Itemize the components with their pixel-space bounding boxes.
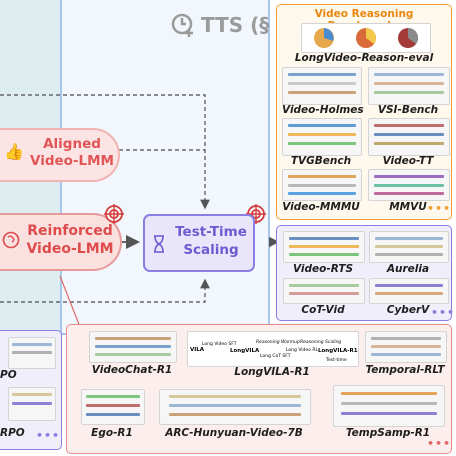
longvila-stage-reasoning-warmup: Reasoning Warmup xyxy=(256,340,300,345)
ego-r1-thumbnail xyxy=(81,389,145,425)
longvideo-reason-thumbnail xyxy=(301,23,431,53)
clock-plus-icon xyxy=(171,13,193,37)
rl-method-label-ego-r1: Ego-R1 xyxy=(91,427,133,439)
benchmarks-panel: Video Reasoning Benchmarks LongVideo-Rea… xyxy=(276,4,452,220)
left-thumbnail-top xyxy=(8,337,56,369)
tts-method-label-cot-vid: CoT-Vid xyxy=(301,304,345,316)
benchmark-label-video-holmes: Video-Holmes xyxy=(282,104,364,116)
video-mmmu-thumbnail xyxy=(282,169,362,201)
benchmark-label-video-tt: Video-TT xyxy=(382,155,434,167)
left-label-po: PO xyxy=(0,369,17,381)
left-label-rpo: RPO xyxy=(0,427,25,439)
aligned-line1: Aligned xyxy=(43,136,101,152)
benchmarks-more-indicator[interactable]: ••• xyxy=(427,202,452,215)
left-methods-panel: PO RPO ••• xyxy=(0,330,62,450)
reinforced-video-lmm-node[interactable]: Reinforced Video-LMM xyxy=(0,213,122,271)
rl-method-label-videochat-r1: VideoChat-R1 xyxy=(91,364,173,376)
left-thumbnail-bottom xyxy=(8,387,56,421)
reinforced-line1: Reinforced xyxy=(27,223,113,239)
hourglass-icon xyxy=(154,235,164,253)
brain-icon xyxy=(2,231,20,249)
rl-methods-more-indicator[interactable]: ••• xyxy=(427,437,452,450)
rl-method-label-tempsamp-r1: TempSamp-R1 xyxy=(345,427,431,439)
video-rts-thumbnail xyxy=(283,231,365,263)
longvila-stage-long-video-rl: Long Video RL xyxy=(286,348,318,353)
longvila-stage-long-cot-sft: Long CoT SFT xyxy=(260,354,291,359)
rl-method-label-temporal-rlt: Temporal-RLT xyxy=(365,364,445,376)
left-more-indicator[interactable]: ••• xyxy=(36,429,61,442)
tempsamp-r1-thumbnail xyxy=(333,385,445,427)
longvila-stage-vila: VILA xyxy=(190,347,205,353)
video-tt-thumbnail xyxy=(368,118,450,156)
rl-method-label-arc-hunyuan-video-7b: ARC-Hunyuan-Video-7B xyxy=(165,427,303,439)
aurelia-thumbnail xyxy=(369,231,449,263)
tts-line2: Scaling xyxy=(183,242,239,258)
temporal-rlt-thumbnail xyxy=(365,331,447,363)
target-icon xyxy=(104,204,124,224)
benchmark-label-tvgbench: TVGBench xyxy=(290,155,352,167)
vsi-bench-thumbnail xyxy=(368,67,450,105)
rl-method-label-longvila-r1: LongVILA-R1 xyxy=(234,366,310,378)
aligned-video-lmm-node[interactable]: 👍 Aligned Video-LMM xyxy=(0,128,120,182)
tts-methods-panel: Video-RTS Aurelia CoT-Vid CyberV ••• xyxy=(276,225,456,321)
longvila-stage-longvila-r1: LongVILA-R1 xyxy=(318,348,358,354)
benchmark-label-vsi-bench: VSI-Bench xyxy=(377,104,439,116)
benchmark-label-longvideo-reason-eval: LongVideo-Reason-eval xyxy=(294,52,434,64)
tts-line1: Test-Time xyxy=(175,224,247,240)
longvila-stage-test-time: Test-time xyxy=(326,358,347,363)
benchmark-label-mmvu: MMVU xyxy=(389,201,427,213)
tts-method-label-aurelia: Aurelia xyxy=(386,263,430,275)
tvgbench-thumbnail xyxy=(282,118,362,156)
tts-method-label-cyberv: CyberV xyxy=(386,304,430,316)
thumbs-up-icon: 👍 xyxy=(4,142,24,161)
videochat-r1-thumbnail xyxy=(89,331,177,363)
aligned-line2: Video-LMM xyxy=(29,153,114,169)
test-time-scaling-node[interactable]: Test-Time Scaling xyxy=(143,214,255,272)
rl-methods-panel: VideoChat-R1 VILA Long Video SFT LongVIL… xyxy=(66,324,452,454)
longvila-stage-reasoning-scaling: Reasoning Scaling xyxy=(300,340,342,345)
longvila-r1-thumbnail: VILA Long Video SFT LongVILA Long CoT SF… xyxy=(187,331,359,367)
mmvu-thumbnail xyxy=(368,169,450,201)
tts-methods-more-indicator[interactable]: ••• xyxy=(431,306,456,319)
tts-method-label-video-rts: Video-RTS xyxy=(292,263,354,275)
cot-vid-thumbnail xyxy=(283,278,365,304)
reinforced-line2: Video-LMM xyxy=(26,241,114,257)
cyberv-thumbnail xyxy=(369,278,449,304)
benchmark-label-video-mmmu: Video-MMMU xyxy=(282,201,360,213)
longvila-stage-longvila: LongVILA xyxy=(230,348,260,354)
longvila-stage-long-video-sft: Long Video SFT xyxy=(202,342,237,347)
arc-hunyuan-thumbnail xyxy=(159,389,311,425)
video-holmes-thumbnail xyxy=(282,67,362,105)
